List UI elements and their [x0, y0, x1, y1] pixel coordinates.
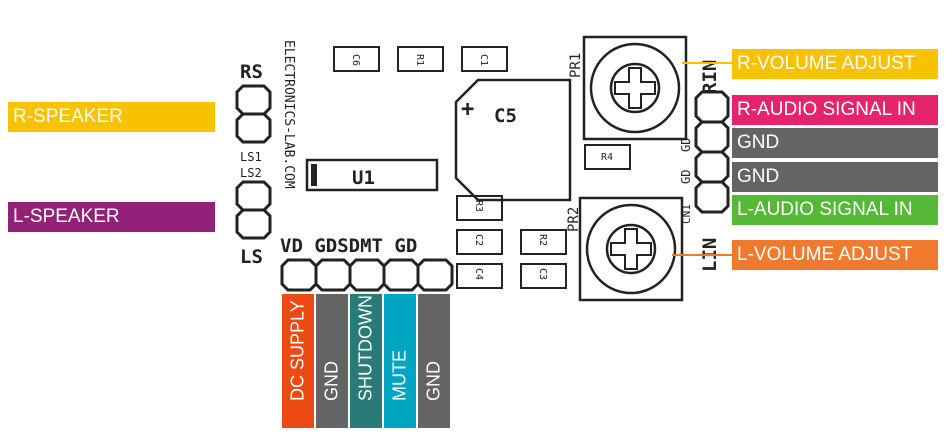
r4-label: R4: [601, 152, 613, 163]
r3-label: R3: [473, 200, 484, 212]
r3-part: [456, 195, 503, 221]
pr1-potentiometer: [582, 35, 688, 141]
gnd-label-4: GND: [418, 294, 450, 428]
c6-part: [333, 46, 380, 72]
c3-label: C3: [537, 268, 548, 280]
r4-part: [584, 144, 631, 170]
r-audio-signal-in-label: R-AUDIO SIGNAL IN: [732, 95, 938, 125]
mute-text: MUTE: [389, 350, 410, 401]
pr2-potentiometer: [578, 196, 684, 302]
pr1-label: PR1: [568, 53, 584, 78]
r-volume-adjust-label: R-VOLUME ADJUST: [732, 49, 938, 79]
l-speaker-label: L-SPEAKER: [8, 202, 215, 232]
bottom-header-label: VD GDSDMT GD: [280, 235, 417, 257]
board-vertical-text: ELECTRONICS-LAB.COM: [281, 40, 296, 189]
ls2-label: LS2: [240, 166, 262, 180]
shutdown-text: SHUTDOWN: [355, 295, 376, 401]
r-speaker-label: R-SPEAKER: [8, 102, 215, 132]
l-audio-signal-in-label: L-AUDIO SIGNAL IN: [732, 195, 938, 225]
rs-label: RS: [240, 61, 263, 83]
gnd-text-3: GND: [321, 361, 342, 401]
cn1-header: [694, 90, 730, 214]
cn1-label: CN1: [680, 204, 693, 224]
c4-part: [456, 263, 503, 289]
pr2-label: PR2: [566, 207, 582, 232]
c1-label: C1: [478, 54, 489, 66]
gnd-text-4: GND: [423, 361, 444, 401]
gnd-label-1: GND: [732, 128, 938, 158]
ls-label: LS: [240, 246, 263, 268]
mute-label: MUTE: [384, 294, 416, 428]
r2-label: R2: [537, 234, 548, 246]
c6-label: C6: [350, 54, 361, 66]
gd-bottom-label: GD: [679, 170, 693, 184]
c5-label: C5: [494, 105, 517, 127]
r2-part: [520, 229, 567, 255]
c1-part: [461, 46, 508, 72]
dc-supply-text: DC SUPPLY: [287, 300, 308, 401]
left-speaker-header: [235, 84, 272, 240]
u1-chip: U1: [305, 158, 439, 192]
c2-label: C2: [473, 234, 484, 246]
shutdown-label: SHUTDOWN: [350, 294, 382, 428]
c5-capacitor: [454, 78, 572, 202]
rin-label: RIN: [699, 60, 721, 94]
c5-plus: +: [461, 97, 474, 122]
c2-part: [456, 229, 503, 255]
c3-part: [520, 263, 567, 289]
gd-top-label: GD: [679, 138, 693, 152]
gnd-label-3: GND: [316, 294, 348, 428]
gnd-label-2: GND: [732, 162, 938, 192]
ls1-label: LS1: [240, 150, 262, 164]
bottom-header: [280, 258, 454, 292]
l-volume-adjust-label: L-VOLUME ADJUST: [732, 240, 938, 270]
u1-label: U1: [352, 167, 375, 189]
c4-label: C4: [473, 268, 484, 280]
r1-label: R1: [414, 54, 425, 66]
r1-part: [397, 46, 444, 72]
dc-supply-label: DC SUPPLY: [282, 294, 314, 428]
